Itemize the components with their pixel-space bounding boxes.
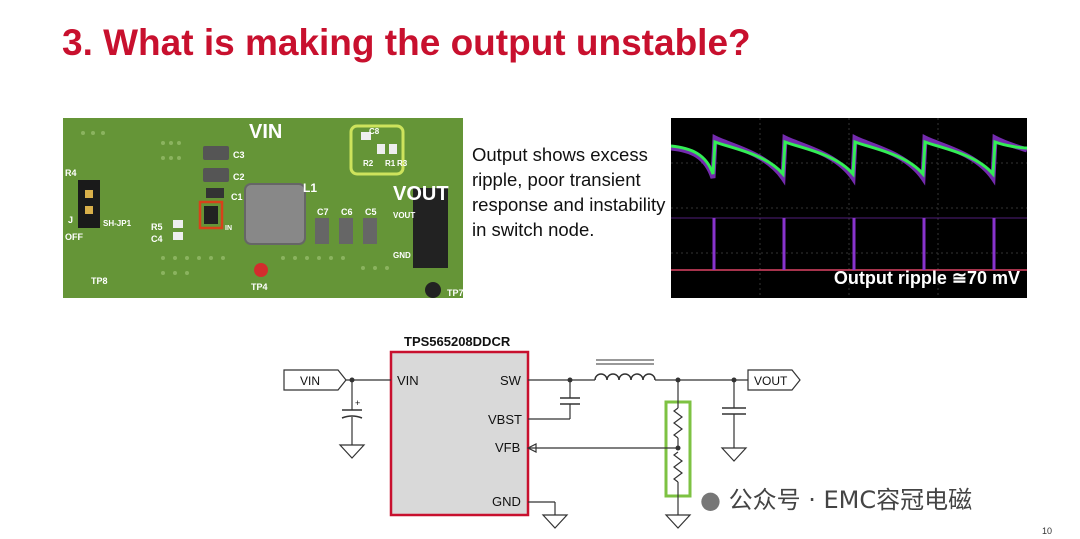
schematic-diagram: TPS565208DDCR VIN SW VBST VFB GND VIN + [283,334,801,529]
pcb-label-off: OFF [65,232,83,242]
watermark-text: 公众号 · EMC容冠电磁 [728,486,973,514]
pcb-label-l1: L1 [303,181,317,195]
pcb-label-c5: C5 [365,207,377,217]
oscilloscope-capture [671,118,1027,298]
pcb-label-in: IN [225,225,232,232]
pcb-label-jumper: SH-JP1 [103,219,132,228]
pcb-label-vin: VIN [249,121,282,143]
slide-title: 3. What is making the output unstable? [62,22,751,63]
vout-flag-label: VOUT [754,374,788,388]
ic-part-number: TPS565208DDCR [404,334,511,349]
vin-flag [283,369,347,391]
wechat-icon: ● [700,486,721,514]
pin-label-gnd: GND [492,494,521,509]
pcb-label-jumper-small: J [68,215,73,225]
pcb-photo: VIN VOUT L1 C1 C2 C3 C4 C5 C6 C7 C8 R1 R… [63,118,463,298]
pcb-label-c2: C2 [233,172,245,182]
pin-label-vbst: VBST [488,412,522,427]
pcb-label-r4: R4 [65,168,77,178]
pcb-label-c1: C1 [231,192,243,202]
inductor [594,373,656,381]
ground-symbol [338,444,366,459]
pin-label-sw: SW [500,373,522,388]
ic-body [389,350,530,517]
pcb-label-r3: R3 [397,159,408,168]
pcb-label-r2: R2 [363,159,374,168]
pcb-label-c3: C3 [233,150,245,160]
pcb-label-r5: R5 [151,222,163,232]
watermark: ● 公众号 · EMC容冠电磁 [700,480,972,515]
pcb-label-gnd-pin: GND [393,251,411,260]
description-text: Output shows excess ripple, poor transie… [472,144,666,240]
pcb-label-vout-pin: VOUT [393,211,415,220]
pin-label-vin: VIN [397,373,419,388]
pcb-label-vout: VOUT [393,183,449,205]
pcb-label-tp7: TP7 [447,288,463,298]
pcb-label-c7: C7 [317,207,329,217]
vin-flag-label: VIN [300,374,320,388]
pcb-label-c8: C8 [369,127,380,136]
cap-polarity-mark: + [355,398,360,408]
vout-flag [747,369,801,391]
scope-caption: Output ripple ≅70 mV [833,268,1020,288]
pcb-label-c4: C4 [151,234,163,244]
pcb-label-tp4: TP4 [251,282,268,292]
pcb-label-c6: C6 [341,207,353,217]
pcb-label-tp8: TP8 [91,276,108,286]
page-number: 10 [1041,526,1052,536]
pcb-label-r1: R1 [385,159,396,168]
pin-label-vfb: VFB [495,440,520,455]
